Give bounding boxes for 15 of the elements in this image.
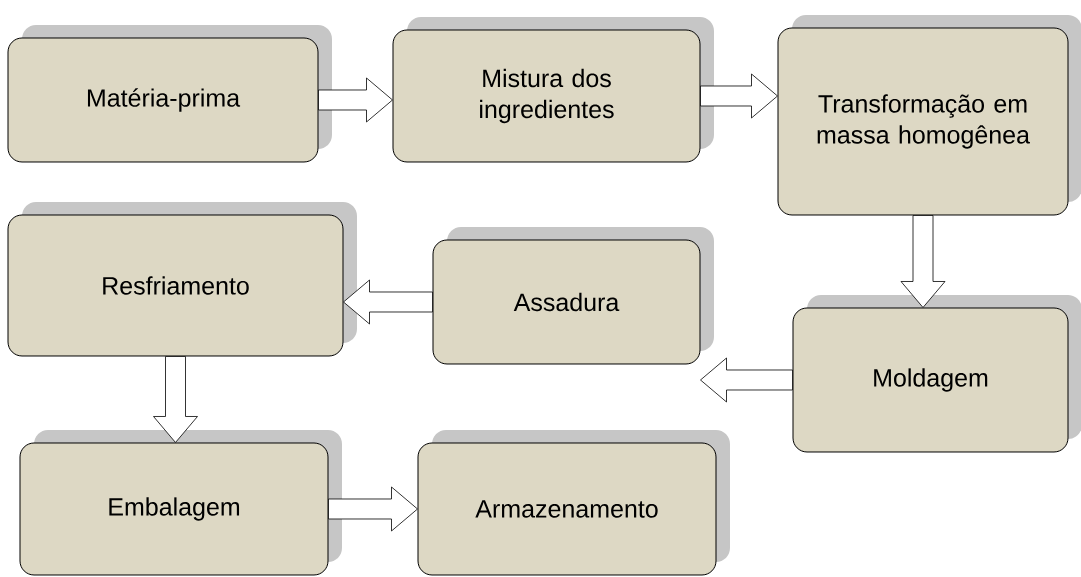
block-arrow [343,279,433,325]
process-box: Transformação em massa homogênea [777,15,1081,216]
block-arrow [700,357,793,403]
block-arrow [153,356,198,443]
process-box: Embalagem [19,430,342,576]
block-arrow [700,73,778,119]
process-box: Moldagem [792,295,1081,453]
block-arrow [900,215,946,308]
process-box: Resfriamento [7,202,357,357]
process-box: Matéria-prima [7,25,332,163]
block-arrow [328,486,418,532]
process-box: Assadura [432,227,714,365]
block-arrow [318,77,393,123]
process-box: Armazenamento [417,430,730,576]
process-box: Mistura dos ingredientes [392,17,714,163]
